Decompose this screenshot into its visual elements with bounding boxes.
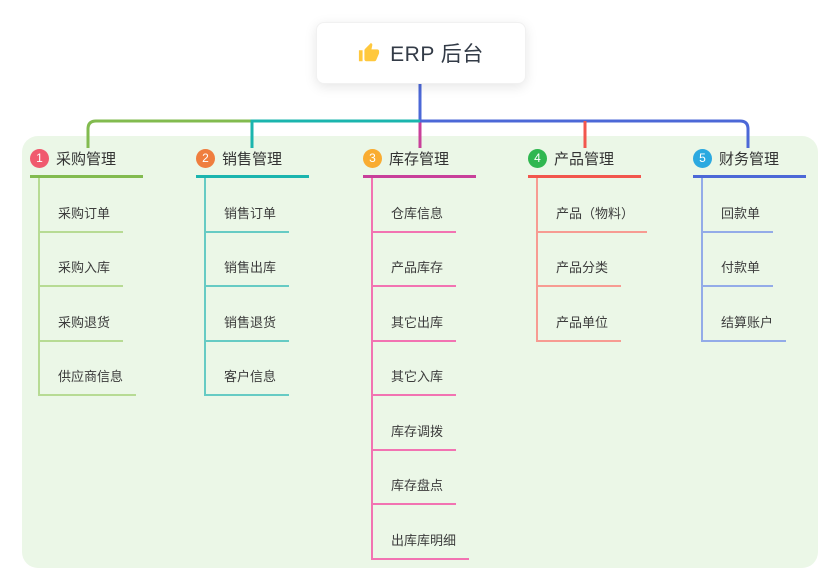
badge-2: 2 [196,148,215,168]
root-node-label: ERP 后台 [390,43,484,66]
node-settlement-account[interactable]: 结算账户 [701,287,806,342]
node-purchase-return[interactable]: 采购退货 [38,287,143,342]
branch-spine-line [204,178,206,395]
branch-children: 仓库信息 产品库存 其它出库 其它入库 库存调拨 库存盘点 出库库明细 [363,178,476,560]
root-node-erp[interactable]: ERP 后台 [316,22,526,84]
node-payment-bill[interactable]: 付款单 [701,233,806,287]
branch-title-product[interactable]: 4 产品管理 [528,148,641,178]
branch-spine-line [536,178,538,341]
branch-label: 采购管理 [56,150,117,168]
branch-label: 库存管理 [389,150,450,168]
node-sales-order[interactable]: 销售订单 [204,178,309,233]
thumbs-up-icon [358,42,380,64]
badge-5: 5 [693,148,712,168]
branch-inventory-management: 3 库存管理 仓库信息 产品库存 其它出库 其它入库 库存调拨 库存盘点 出库库… [363,148,476,560]
branch-children: 销售订单 销售出库 销售退货 客户信息 [196,178,309,396]
branch-purchase-management: 1 采购管理 采购订单 采购入库 采购退货 供应商信息 [30,148,143,396]
branch-children: 产品（物料） 产品分类 产品单位 [528,178,648,342]
node-supplier-info[interactable]: 供应商信息 [38,342,143,396]
branch-title-purchase[interactable]: 1 采购管理 [30,148,143,178]
branch-label: 财务管理 [719,150,780,168]
node-other-inbound[interactable]: 其它入库 [371,342,476,396]
node-purchase-inbound[interactable]: 采购入库 [38,233,143,287]
branch-spine-line [371,178,373,559]
node-other-outbound[interactable]: 其它出库 [371,287,476,342]
node-warehouse-info[interactable]: 仓库信息 [371,178,476,233]
badge-4: 4 [528,148,547,168]
branch-spine-line [701,178,703,341]
mindmap-background-panel [22,136,818,568]
branch-children: 采购订单 采购入库 采购退货 供应商信息 [30,178,143,396]
node-stock-count[interactable]: 库存盘点 [371,451,476,505]
branch-children: 回款单 付款单 结算账户 [693,178,806,342]
node-product-category[interactable]: 产品分类 [536,233,647,287]
branch-spine-line [38,178,40,395]
node-sales-outbound[interactable]: 销售出库 [204,233,309,287]
node-product-stock[interactable]: 产品库存 [371,233,476,287]
node-outbound-detail[interactable]: 出库库明细 [371,505,476,560]
branch-label: 销售管理 [222,150,283,168]
node-product-unit[interactable]: 产品单位 [536,287,647,342]
branch-product-management: 4 产品管理 产品（物料） 产品分类 产品单位 [528,148,648,342]
node-stock-transfer[interactable]: 库存调拨 [371,396,476,451]
branch-title-sales[interactable]: 2 销售管理 [196,148,309,178]
branch-finance-management: 5 财务管理 回款单 付款单 结算账户 [693,148,806,342]
branch-title-inventory[interactable]: 3 库存管理 [363,148,476,178]
branch-sales-management: 2 销售管理 销售订单 销售出库 销售退货 客户信息 [196,148,309,396]
node-purchase-order[interactable]: 采购订单 [38,178,143,233]
node-customer-info[interactable]: 客户信息 [204,342,309,396]
badge-1: 1 [30,148,49,168]
badge-3: 3 [363,148,382,168]
node-product-material[interactable]: 产品（物料） [536,178,648,233]
node-receipt-bill[interactable]: 回款单 [701,178,806,233]
branch-label: 产品管理 [554,150,615,168]
node-sales-return[interactable]: 销售退货 [204,287,309,342]
branch-title-finance[interactable]: 5 财务管理 [693,148,806,178]
